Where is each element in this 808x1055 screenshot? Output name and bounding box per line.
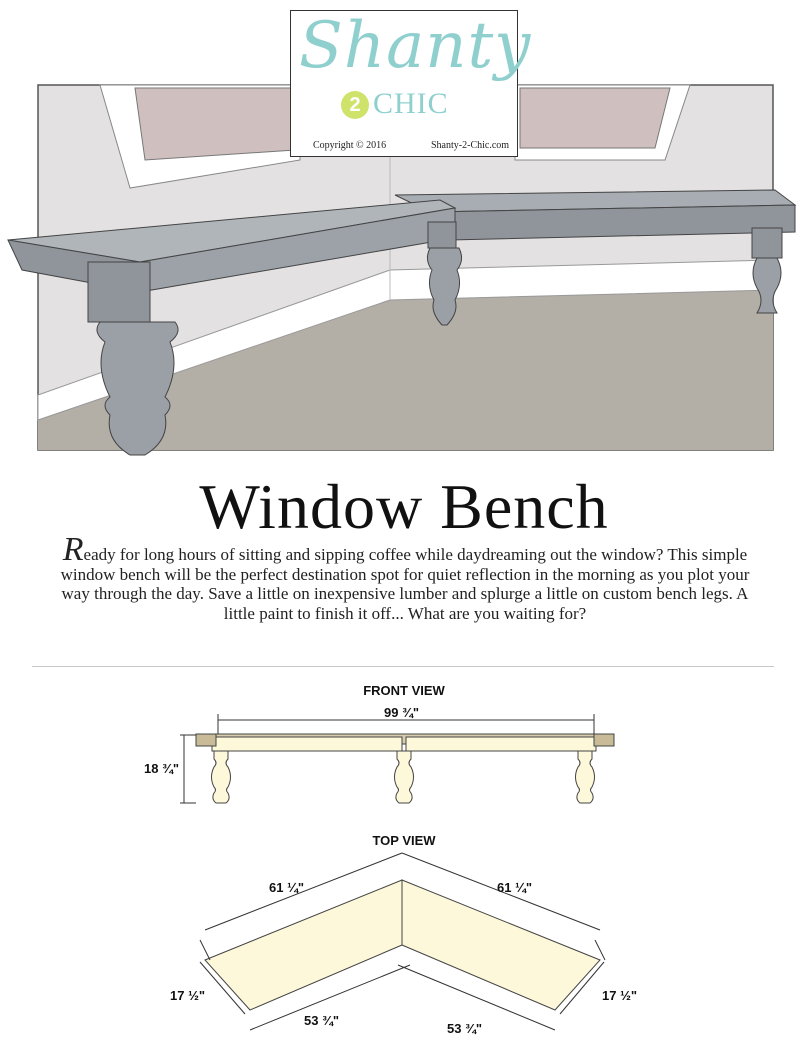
intro-text: eady for long hours of sitting and sippi… [60, 545, 750, 623]
front-height-dimension: 18 ¾" [144, 761, 180, 776]
left-bench [7, 199, 463, 456]
intro-paragraph: Ready for long hours of sitting and sipp… [60, 533, 750, 623]
shanty-2-chic-logo: Shanty 2 CHIC Copyright © 2016 Shanty-2-… [290, 9, 530, 157]
front-view-label: FRONT VIEW [363, 683, 445, 698]
logo-chic-text: CHIC [373, 87, 449, 120]
front-length-dimension: 99 ¾" [384, 705, 420, 720]
top-right-depth-dimension: 17 ½" [602, 988, 638, 1003]
intro-dropcap: R [62, 531, 84, 568]
logo-number-badge: 2 [341, 91, 369, 119]
logo-url: Shanty-2-Chic.com [431, 140, 510, 151]
logo-copyright: Copyright © 2016 [313, 140, 387, 151]
section-divider [32, 666, 774, 667]
top-view-plan [199, 852, 606, 1031]
top-left-long-dimension: 61 ¼" [269, 880, 305, 895]
right-window [514, 84, 691, 161]
right-bench [394, 189, 797, 314]
top-left-short-dimension: 53 ¾" [304, 1013, 340, 1028]
page-title: Window Bench [199, 471, 609, 542]
top-left-depth-dimension: 17 ½" [170, 988, 206, 1003]
top-right-long-dimension: 61 ¼" [497, 880, 533, 895]
left-window [99, 84, 301, 189]
bench-illustration: Shanty 2 CHIC Copyright © 2016 Shanty-2-… [0, 0, 808, 470]
top-view-label: TOP VIEW [372, 833, 436, 848]
logo-script-text: Shanty [299, 9, 532, 83]
top-right-short-dimension: 53 ¾" [447, 1021, 483, 1036]
